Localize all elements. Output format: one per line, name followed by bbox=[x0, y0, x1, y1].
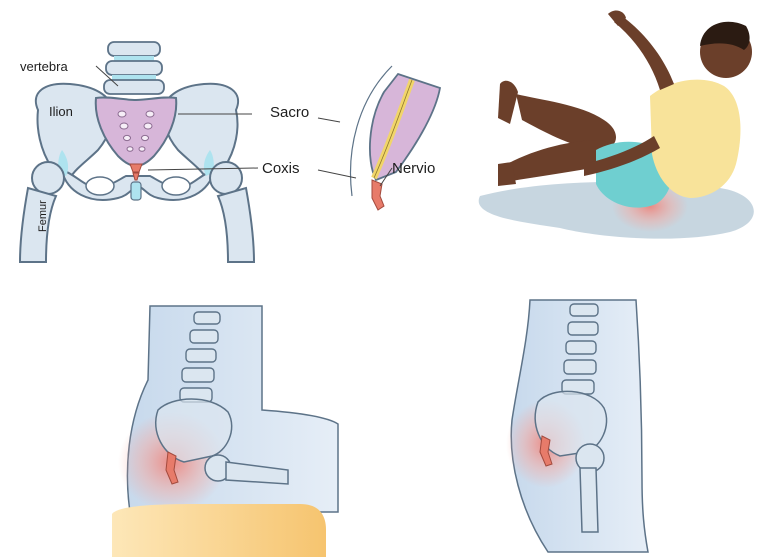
pubic-symphysis bbox=[130, 181, 142, 201]
pelvis-anatomy-panel: vertebra Ilion Sacro Coxis Femur bbox=[18, 41, 309, 263]
left-femur-bone bbox=[18, 161, 65, 263]
label-sacro: Sacro bbox=[270, 104, 309, 121]
person-leg-lower bbox=[500, 140, 614, 182]
standing-pelvis-bone bbox=[534, 390, 608, 457]
person-arm-raised bbox=[614, 16, 674, 90]
standing-femur-bone bbox=[575, 443, 605, 533]
person-leg-upper bbox=[516, 94, 616, 150]
person-shirt bbox=[650, 79, 741, 198]
sitting-cushion bbox=[112, 504, 326, 557]
left-obturator-foramen bbox=[85, 176, 115, 196]
right-obturator-foramen bbox=[161, 176, 191, 196]
standing-spine-vertebrae bbox=[561, 303, 599, 395]
falling-person-panel bbox=[478, 10, 754, 239]
spine-nerve-leader-lines bbox=[317, 117, 393, 187]
coccyx-bone bbox=[129, 163, 143, 181]
sacrum-bone bbox=[94, 96, 178, 168]
sitting-spine-vertebrae bbox=[179, 311, 221, 403]
spinal-nerve-outline bbox=[373, 79, 413, 179]
label-ilion: Ilion bbox=[49, 104, 73, 119]
person-foot-top bbox=[498, 80, 518, 124]
person-hair bbox=[700, 21, 750, 50]
sitting-posture-panel bbox=[112, 305, 339, 557]
sitting-coccyx bbox=[165, 451, 179, 485]
label-coxis: Coxis bbox=[262, 160, 300, 177]
sitting-pelvis-bone bbox=[155, 398, 233, 463]
person-foot-bottom bbox=[498, 162, 516, 186]
pelvis-leader-lines bbox=[95, 65, 259, 171]
person-arm-down bbox=[584, 136, 660, 176]
sitting-femur-bone bbox=[204, 454, 289, 485]
standing-coccyx bbox=[539, 435, 553, 467]
body-outline-curve bbox=[349, 65, 393, 197]
spine-nerve-panel: Nervio bbox=[317, 65, 442, 211]
sacral-foramina bbox=[117, 110, 155, 152]
label-femur: Femur bbox=[37, 200, 49, 232]
label-vertebra: vertebra bbox=[20, 59, 68, 74]
label-nervio: Nervio bbox=[392, 160, 435, 177]
right-femur-bone bbox=[209, 161, 256, 263]
coccyx-side-view bbox=[371, 179, 385, 211]
lumbar-vertebrae bbox=[103, 41, 165, 95]
standing-posture-panel bbox=[506, 299, 649, 553]
person-hand-raised bbox=[608, 10, 626, 26]
